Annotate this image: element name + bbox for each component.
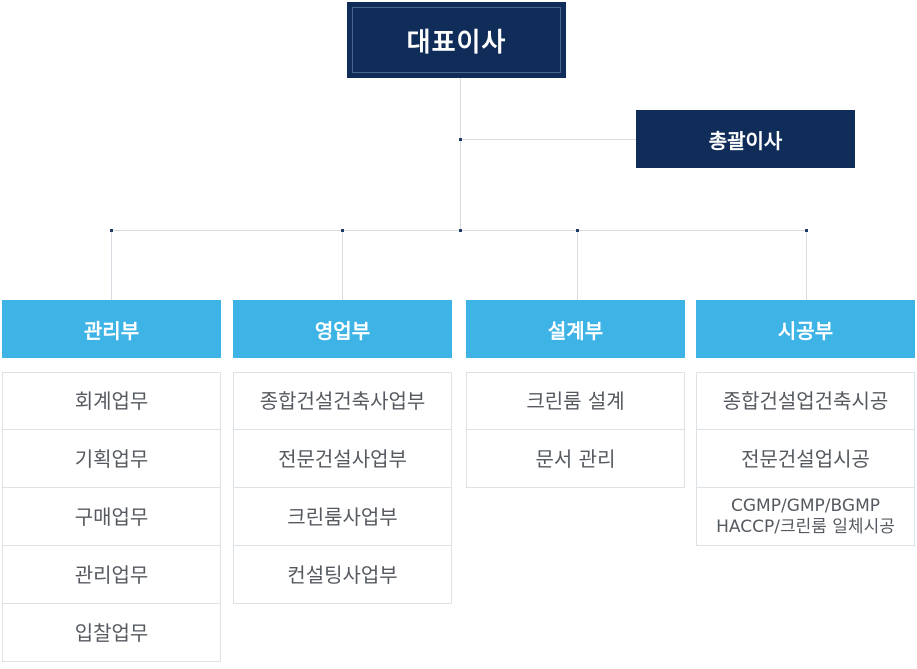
task-item: 입찰업무 bbox=[2, 604, 221, 662]
tasks-design: 크린룸 설계 문서 관리 bbox=[466, 372, 685, 488]
connector-dept-3 bbox=[577, 230, 578, 300]
task-item: 종합건설업건축시공 bbox=[696, 372, 915, 430]
junction-dot-2 bbox=[341, 229, 344, 232]
ceo-label: 대표이사 bbox=[352, 7, 561, 73]
tasks-construction: 종합건설업건축시공 전문건설업시공 CGMP/GMP/BGMP HACCP/크린… bbox=[696, 372, 915, 546]
task-item: 크린룸사업부 bbox=[233, 488, 452, 546]
task-item: 종합건설건축사업부 bbox=[233, 372, 452, 430]
task-item: 문서 관리 bbox=[466, 430, 685, 488]
task-item: 전문건설업시공 bbox=[696, 430, 915, 488]
task-line: HACCP/크린룸 일체시공 bbox=[716, 516, 895, 537]
dept-sales: 영업부 bbox=[233, 300, 452, 358]
general-manager-box: 총괄이사 bbox=[636, 110, 855, 168]
junction-dot-1 bbox=[110, 229, 113, 232]
task-item: 구매업무 bbox=[2, 488, 221, 546]
connector-gm-branch bbox=[460, 139, 636, 140]
task-item: 컨설팅사업부 bbox=[233, 546, 452, 604]
task-line: CGMP/GMP/BGMP bbox=[731, 495, 880, 516]
junction-dot-4 bbox=[805, 229, 808, 232]
connector-dept-2 bbox=[342, 230, 343, 300]
dept-design: 설계부 bbox=[466, 300, 685, 358]
tasks-sales: 종합건설건축사업부 전문건설사업부 크린룸사업부 컨설팅사업부 bbox=[233, 372, 452, 604]
task-item-multiline: CGMP/GMP/BGMP HACCP/크린룸 일체시공 bbox=[696, 488, 915, 546]
ceo-box: 대표이사 bbox=[347, 2, 566, 78]
dept-management: 관리부 bbox=[2, 300, 221, 358]
connector-dept-1 bbox=[111, 230, 112, 300]
task-item: 관리업무 bbox=[2, 546, 221, 604]
task-item: 회계업무 bbox=[2, 372, 221, 430]
dept-construction: 시공부 bbox=[696, 300, 915, 358]
task-item: 크린룸 설계 bbox=[466, 372, 685, 430]
tasks-management: 회계업무 기획업무 구매업무 관리업무 입찰업무 bbox=[2, 372, 221, 662]
connector-ceo-trunk bbox=[460, 78, 461, 231]
junction-dot-gm bbox=[459, 138, 462, 141]
task-item: 기획업무 bbox=[2, 430, 221, 488]
connector-dept-4 bbox=[806, 230, 807, 300]
junction-dot-center bbox=[459, 229, 462, 232]
junction-dot-3 bbox=[576, 229, 579, 232]
task-item: 전문건설사업부 bbox=[233, 430, 452, 488]
